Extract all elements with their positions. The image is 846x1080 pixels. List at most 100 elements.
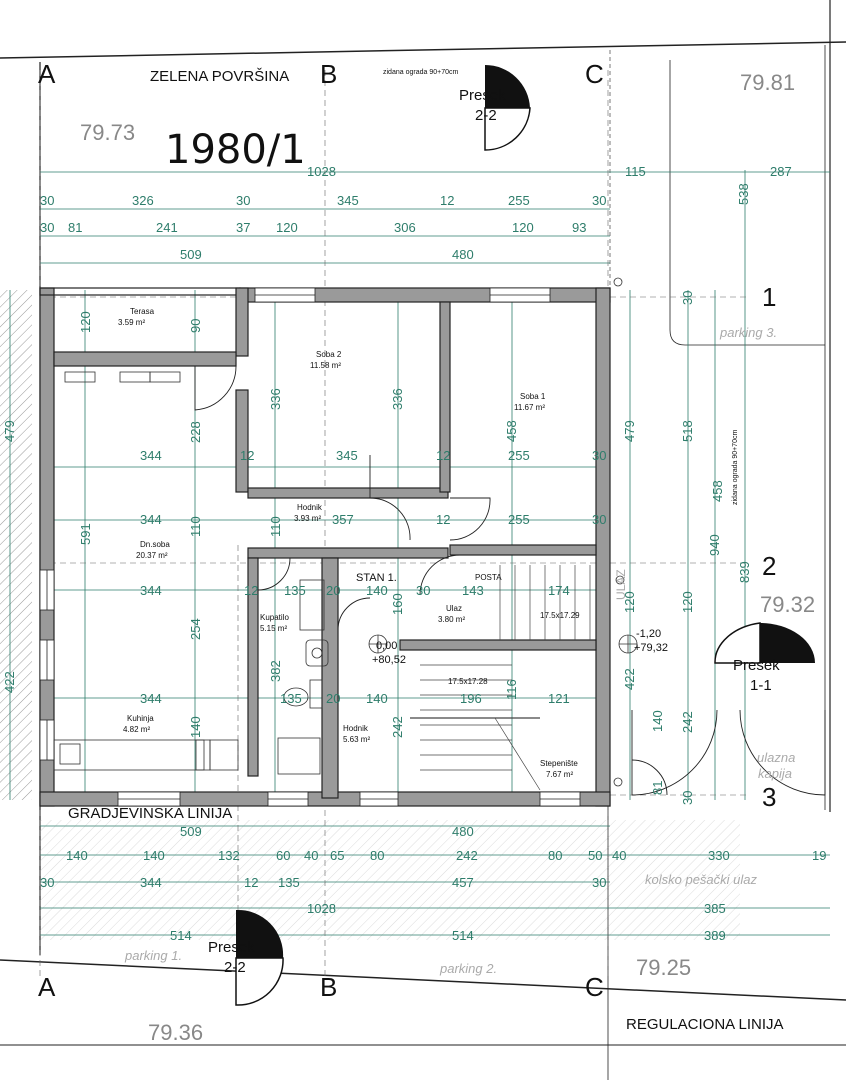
dim-b2-50: 50 bbox=[588, 848, 602, 863]
label-parking-1: parking 1. bbox=[124, 948, 182, 963]
hatch-left bbox=[0, 290, 32, 800]
dim-i-140b: 140 bbox=[366, 691, 388, 706]
dim-v-120-r1: 120 bbox=[622, 591, 637, 613]
dim-i-135a: 135 bbox=[284, 583, 306, 598]
room-kuhinja-area: 4.82 m² bbox=[123, 725, 150, 734]
label-kolsko-ulaz: kolsko pešački ulaz bbox=[645, 872, 757, 887]
fixtures bbox=[53, 277, 638, 787]
dim-i-143: 143 bbox=[462, 583, 484, 598]
dim-row1-326: 326 bbox=[132, 193, 154, 208]
elevation-tl: 79.73 bbox=[80, 120, 135, 145]
section-22-bottom-word: Presek bbox=[208, 939, 255, 956]
dim-row2-306: 306 bbox=[394, 220, 416, 235]
level-0b: +80,52 bbox=[372, 654, 406, 666]
axis-number-1: 1 bbox=[762, 282, 776, 312]
label-ograda-top: zidana ograda 90+70cm bbox=[383, 69, 458, 76]
section-22-top-word: Presek bbox=[459, 87, 506, 104]
dim-i-196: 196 bbox=[460, 691, 482, 706]
dim-b3-135: 135 bbox=[278, 875, 300, 890]
dim-i-30a: 30 bbox=[592, 448, 606, 463]
room-dnsoba-name: Dn.soba bbox=[140, 540, 170, 549]
hatch-bottom bbox=[40, 820, 740, 940]
dim-i-121: 121 bbox=[548, 691, 570, 706]
room-ulaz-area: 3.80 m² bbox=[438, 615, 465, 624]
dim-v-336a: 336 bbox=[268, 388, 283, 410]
dim-v-30-r2: 30 bbox=[680, 791, 695, 805]
axis-letter-a-bottom: A bbox=[38, 972, 56, 1002]
section-markers bbox=[235, 64, 815, 1006]
label-parking-3: parking 3. bbox=[719, 325, 777, 340]
dim-b5-514a: 514 bbox=[170, 928, 192, 943]
dim-i-344c: 344 bbox=[140, 583, 162, 598]
dim-row2-81: 81 bbox=[68, 220, 82, 235]
dim-i-30b: 30 bbox=[592, 512, 606, 527]
dim-v-90: 90 bbox=[188, 319, 203, 333]
label-ograda-right: zidana ograda 90+70cm bbox=[732, 430, 739, 505]
dim-row1-30c: 30 bbox=[592, 193, 606, 208]
level-0: 0,00 bbox=[376, 640, 397, 652]
label-regulaciona-linija: REGULACIONA LINIJA bbox=[626, 1016, 784, 1033]
dim-b2-80b: 80 bbox=[548, 848, 562, 863]
dim-v-110b: 110 bbox=[268, 516, 283, 537]
dim-v-120-r2: 120 bbox=[680, 591, 695, 613]
dim-row1-345: 345 bbox=[337, 193, 359, 208]
elevation-bl: 79.36 bbox=[148, 1020, 203, 1045]
dim-b2-65: 65 bbox=[330, 848, 344, 863]
dim-i-30c: 30 bbox=[416, 583, 430, 598]
axis-letter-a-top: A bbox=[38, 59, 56, 89]
dim-v-140-right: 140 bbox=[650, 710, 665, 732]
dim-v-458b: 458 bbox=[710, 480, 725, 502]
section-22-bottom-id: 2-2 bbox=[224, 959, 246, 976]
dim-b3-457: 457 bbox=[452, 875, 474, 890]
label-ulaz-vertical: ULAZ bbox=[614, 569, 628, 600]
dim-115: 115 bbox=[625, 164, 646, 179]
room-hodnik2-name: Hodnik bbox=[343, 724, 369, 733]
dim-v-422-left: 422 bbox=[2, 671, 17, 693]
dim-v-940: 940 bbox=[707, 534, 722, 556]
dim-i-12b: 12 bbox=[436, 448, 450, 463]
room-terasa-area: 3.59 m² bbox=[118, 318, 145, 327]
dim-b4-385: 385 bbox=[704, 901, 726, 916]
axis-letter-c-bottom: C bbox=[585, 972, 604, 1002]
axis-letter-b-bottom: B bbox=[320, 972, 337, 1002]
axis-letter-b-top: B bbox=[320, 59, 337, 89]
room-stepeniste-area: 7.67 m² bbox=[546, 770, 573, 779]
room-soba2-name: Soba 2 bbox=[316, 350, 342, 359]
dim-i-344a: 344 bbox=[140, 448, 162, 463]
dim-v-81: 81 bbox=[650, 781, 665, 795]
dim-row2-93: 93 bbox=[572, 220, 586, 235]
room-soba2-area: 11.58 m² bbox=[310, 361, 341, 370]
dim-b4-1028: 1028 bbox=[307, 901, 336, 916]
label-parcel-number: 1980/1 bbox=[165, 127, 306, 173]
dim-i-174: 174 bbox=[548, 583, 570, 598]
room-kuhinja-name: Kuhinja bbox=[127, 714, 154, 723]
label-parking-2: parking 2. bbox=[439, 961, 497, 976]
dim-v-160: 160 bbox=[390, 593, 405, 615]
elevation-r: 79.32 bbox=[760, 592, 815, 617]
dim-i-344d: 344 bbox=[140, 691, 162, 706]
dim-b5-389: 389 bbox=[704, 928, 726, 943]
dim-i-20a: 20 bbox=[326, 583, 340, 598]
dim-b3-12: 12 bbox=[244, 875, 258, 890]
dim-i-255b: 255 bbox=[508, 512, 530, 527]
elevation-tr: 79.81 bbox=[740, 70, 795, 95]
elevation-br: 79.25 bbox=[636, 955, 691, 980]
dim-row1-30b: 30 bbox=[236, 193, 250, 208]
dim-v-479-right: 479 bbox=[622, 420, 637, 442]
axis-letter-c-top: C bbox=[585, 59, 604, 89]
room-kupatilo-area: 5.15 m² bbox=[260, 624, 287, 633]
dim-b2-330: 330 bbox=[708, 848, 730, 863]
dim-i-20b: 20 bbox=[326, 691, 340, 706]
dim-v-336b: 336 bbox=[390, 388, 405, 410]
label-zelena-povrsina: ZELENA POVRŠINA bbox=[150, 68, 289, 85]
label-gradjevinska-linija: GRADJEVINSKA LINIJA bbox=[68, 805, 232, 822]
dim-v-382: 382 bbox=[268, 660, 283, 682]
dim-i-12c: 12 bbox=[436, 512, 450, 527]
room-kupatilo-name: Kupatilo bbox=[260, 613, 289, 622]
dim-b2-40a: 40 bbox=[304, 848, 318, 863]
dim-v-30-r1: 30 bbox=[680, 291, 695, 305]
dim-v-538: 538 bbox=[736, 183, 751, 205]
dim-v-518: 518 bbox=[680, 420, 695, 442]
